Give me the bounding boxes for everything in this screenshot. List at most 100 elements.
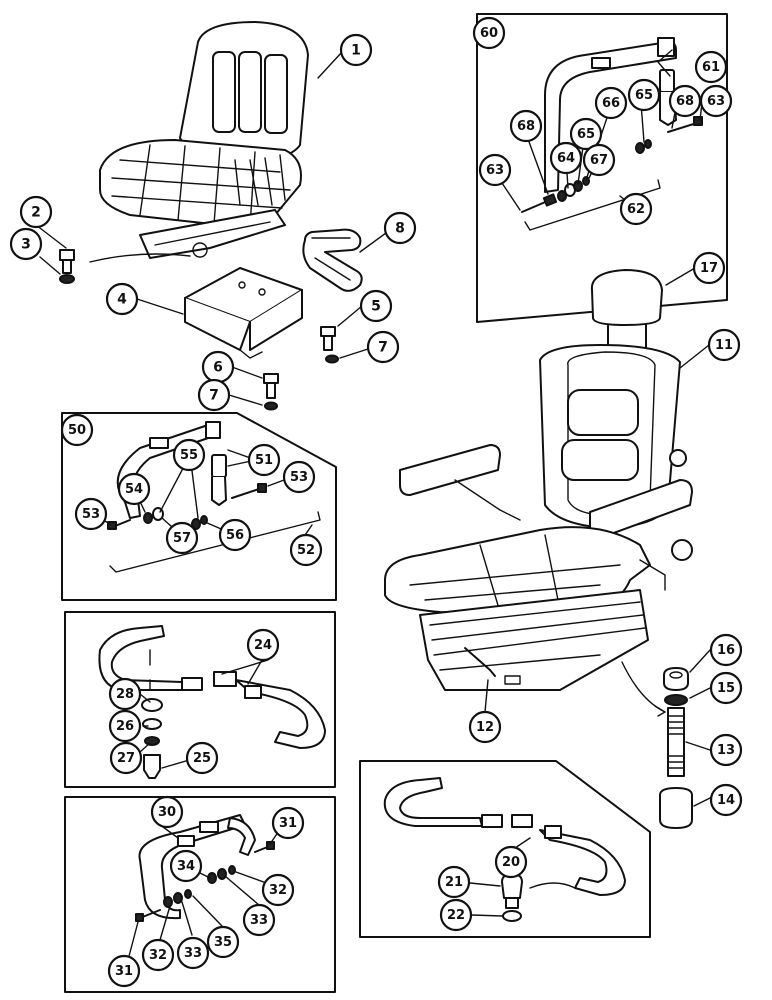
callout-circle [494, 845, 528, 879]
callout-label: 54 [125, 482, 143, 497]
callout-circle [247, 443, 281, 477]
callout-label: 6 [213, 360, 223, 376]
callout-label: 68 [676, 94, 694, 109]
callout-60: 60 [472, 16, 506, 50]
callout-circle [9, 227, 43, 261]
callout-label: 65 [577, 127, 595, 142]
callout-circle [19, 195, 53, 229]
callout-circle [105, 282, 139, 316]
callout-20: 20 [494, 845, 528, 879]
callout-label: 60 [480, 26, 498, 41]
callout-circle [692, 251, 726, 285]
callout-circle [246, 628, 280, 662]
callout-61: 61 [694, 50, 728, 84]
callout-circle [165, 521, 199, 555]
callout-circle [709, 633, 743, 667]
bolt-part-2 [59, 249, 75, 274]
panel-frames [61, 13, 728, 993]
callout-66: 66 [594, 86, 628, 120]
callout-32: 32 [261, 873, 295, 907]
callout-6: 6 [201, 350, 235, 384]
bushing-part-14 [659, 787, 693, 829]
callout-label: 33 [250, 913, 268, 928]
callout-circle [218, 518, 252, 552]
callout-circle [437, 865, 471, 899]
callout-circle [261, 873, 295, 907]
callout-label: 57 [173, 531, 191, 546]
callout-circle [197, 378, 231, 412]
callout-circle [627, 78, 661, 112]
panel-60-frame [476, 13, 728, 323]
callout-label: 20 [502, 855, 520, 870]
callout-34: 34 [169, 849, 203, 883]
callout-circle [366, 330, 400, 364]
washer-part-15 [664, 694, 688, 706]
callout-55: 55 [172, 438, 206, 472]
nut-part-16 [663, 667, 689, 691]
callout-label: 16 [717, 643, 735, 658]
callout-7: 7 [197, 378, 231, 412]
callout-label: 68 [517, 119, 535, 134]
callout-circle [242, 903, 276, 937]
callout-label: 26 [116, 719, 134, 734]
callout-3: 3 [9, 227, 43, 261]
callout-circle [339, 33, 373, 67]
callout-label: 12 [476, 720, 494, 735]
belt-assembly-20 [383, 777, 626, 922]
belt-assembly-60 [521, 37, 703, 231]
callout-24: 24 [246, 628, 280, 662]
callout-circle [383, 211, 417, 245]
callout-circle [709, 671, 743, 705]
callout-circle [172, 438, 206, 472]
stud-part-13 [667, 707, 685, 777]
callout-27: 27 [109, 741, 143, 775]
callout-13: 13 [709, 733, 743, 767]
callout-circle [594, 86, 628, 120]
callout-label: 14 [717, 793, 735, 808]
callout-14: 14 [709, 783, 743, 817]
callout-12: 12 [468, 710, 502, 744]
callout-50: 50 [60, 413, 94, 447]
callout-label: 5 [371, 299, 381, 315]
callout-label: 8 [395, 221, 405, 237]
callout-circle [206, 925, 240, 959]
panel-20-frame [359, 760, 651, 938]
callout-53: 53 [74, 497, 108, 531]
callout-15: 15 [709, 671, 743, 705]
callout-circle [60, 413, 94, 447]
callout-circle [359, 289, 393, 323]
callout-circle [271, 806, 305, 840]
callout-68: 68 [509, 109, 543, 143]
bolt-part-6 [263, 373, 279, 399]
callout-17: 17 [692, 251, 726, 285]
callout-label: 3 [21, 237, 31, 253]
callout-circle [478, 153, 512, 187]
callout-circle [472, 16, 506, 50]
callout-circle [709, 783, 743, 817]
callout-65: 65 [569, 117, 603, 151]
callout-31: 31 [107, 954, 141, 988]
callout-circle [282, 460, 316, 494]
seat-assembly-1 [89, 21, 309, 263]
callout-label: 61 [702, 60, 720, 75]
callout-circle [709, 733, 743, 767]
seat-assembly-11 [384, 269, 693, 717]
callout-circle [509, 109, 543, 143]
callout-circle [117, 472, 151, 506]
bolt-part-5 [320, 326, 336, 351]
callout-16: 16 [709, 633, 743, 667]
callout-22: 22 [439, 898, 473, 932]
washer-part-7b [264, 401, 278, 411]
callout-circle [109, 741, 143, 775]
callout-11: 11 [707, 328, 741, 362]
callout-8: 8 [383, 211, 417, 245]
callout-circle [150, 795, 184, 829]
callout-label: 15 [717, 681, 735, 696]
belt-assembly-30 [135, 814, 275, 922]
strap-part-8 [302, 228, 363, 292]
callout-label: 56 [226, 528, 244, 543]
callout-label: 64 [557, 151, 575, 166]
callout-53: 53 [282, 460, 316, 494]
callout-circle [549, 141, 583, 175]
panel-30-frame [64, 796, 336, 993]
